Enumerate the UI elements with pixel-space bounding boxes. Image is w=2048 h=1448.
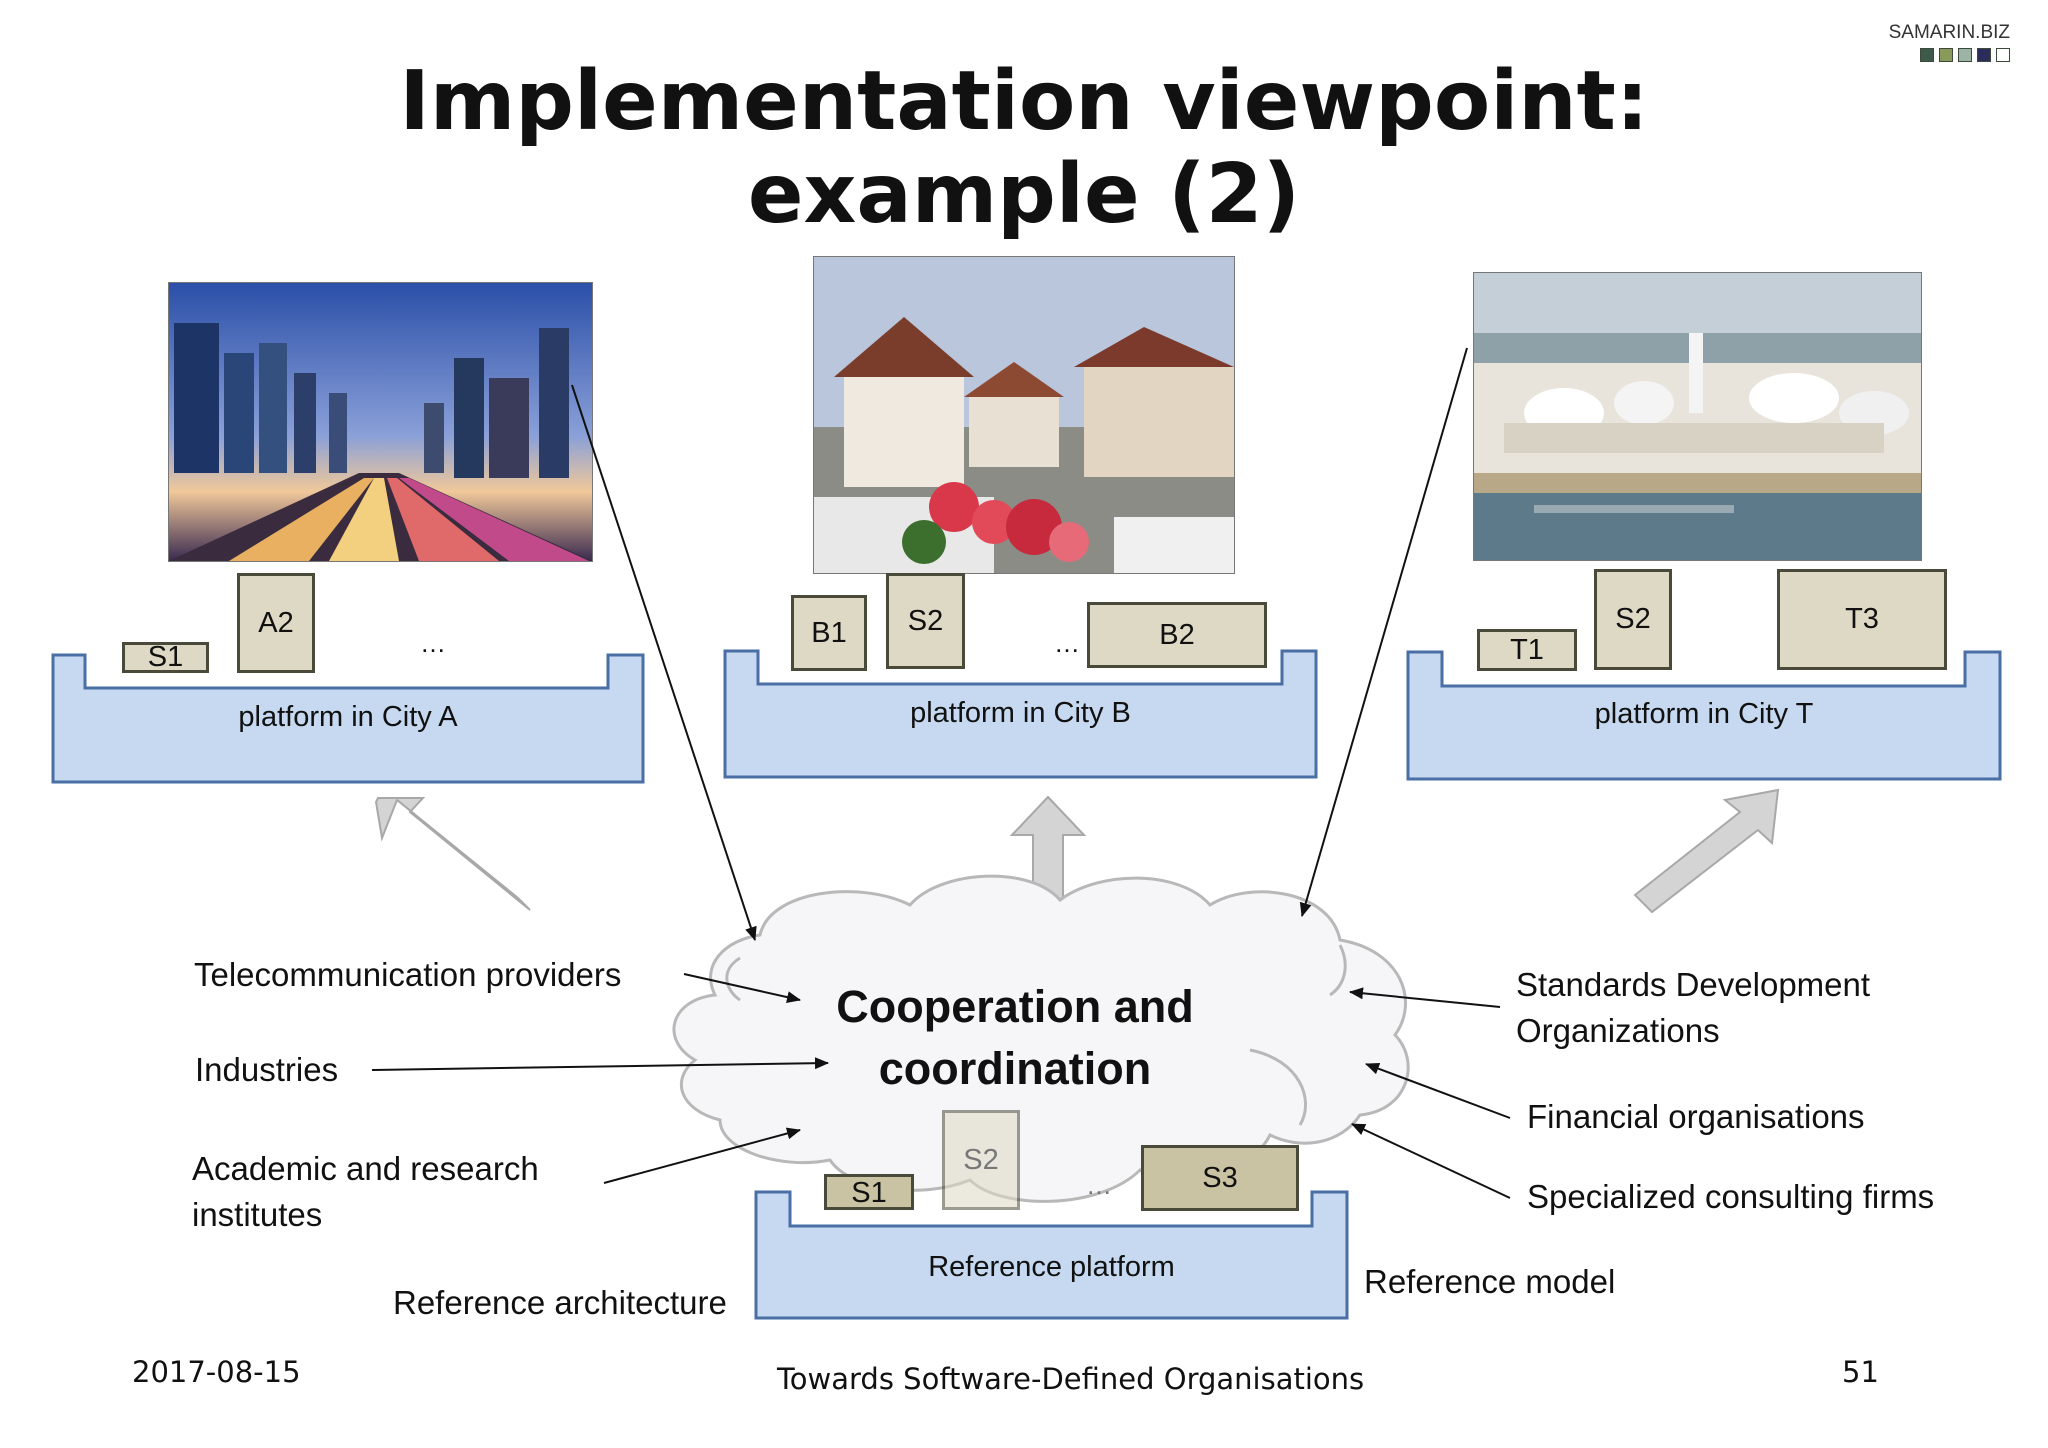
label-industries: Industries xyxy=(195,1051,339,1088)
footer-page-number: 51 xyxy=(1842,1355,1879,1389)
cooperation-cloud xyxy=(672,874,1410,1203)
arrow-consulting-to-cloud xyxy=(1351,1123,1511,1199)
city-a-ellipsis: … xyxy=(420,628,446,658)
arrow-telecom-to-cloud xyxy=(683,973,801,1004)
component-city-b-b1: B1 xyxy=(791,595,867,671)
cloud-title-line-2: coordination xyxy=(878,1043,1152,1094)
arrow-photo-a-to-cloud xyxy=(571,384,757,941)
slide-title: Implementation viewpoint: example (2) xyxy=(0,55,2048,241)
label-telecommunication-providers: Telecommunication providers xyxy=(194,956,622,993)
component-city-t-t3: T3 xyxy=(1777,569,1947,670)
label-academic-line-1: Academic and research xyxy=(192,1150,539,1187)
city-b-ellipsis: … xyxy=(1054,628,1080,658)
label-academic-institutes: Academic and research institutes xyxy=(192,1146,539,1238)
title-line-2: example (2) xyxy=(747,147,1301,242)
brand-square-2 xyxy=(1939,48,1953,62)
platform-tray-city-a xyxy=(51,653,645,784)
brand-square-5 xyxy=(1996,48,2010,62)
component-reference-s3: S3 xyxy=(1141,1145,1299,1211)
platform-tray-city-t xyxy=(1406,650,2002,781)
city-a-photo xyxy=(168,282,593,562)
cloud-title-line-1: Cooperation and xyxy=(836,981,1194,1032)
title-line-1: Implementation viewpoint: xyxy=(399,54,1649,149)
arrow-sdo-to-cloud xyxy=(1349,987,1501,1008)
label-sdo-line-1: Standards Development xyxy=(1516,966,1871,1003)
label-financial-organisations: Financial organisations xyxy=(1527,1098,1865,1135)
cloud-inner-curve-3 xyxy=(1329,944,1347,997)
brand-text: SAMARIN.BIZ xyxy=(1888,22,2010,43)
brand-squares xyxy=(1889,48,2010,62)
component-city-b-b2: B2 xyxy=(1087,602,1267,668)
component-reference-s1: S1 xyxy=(824,1174,914,1210)
label-reference-architecture: Reference architecture xyxy=(393,1284,727,1321)
footer-date: 2017-08-15 xyxy=(132,1355,301,1389)
component-city-b-s2: S2 xyxy=(886,573,965,669)
brand-square-3 xyxy=(1958,48,1972,62)
platform-label-reference: Reference platform xyxy=(928,1251,1175,1283)
platform-label-city-a: platform in City A xyxy=(238,701,458,733)
component-city-t-s2: S2 xyxy=(1594,569,1672,670)
block-arrow-to-city-t xyxy=(1633,788,1780,914)
label-academic-line-2: institutes xyxy=(192,1196,323,1233)
component-city-t-t1: T1 xyxy=(1477,629,1577,671)
city-b-photo xyxy=(813,256,1235,574)
arrow-industries-to-cloud xyxy=(371,1057,829,1071)
brand-square-1 xyxy=(1920,48,1934,62)
platform-tray-reference xyxy=(754,1190,1349,1320)
label-reference-model: Reference model xyxy=(1364,1263,1616,1300)
platform-label-city-t: platform in City T xyxy=(1594,698,1814,730)
cloud-title: Cooperation and coordination xyxy=(780,976,1250,1100)
arrow-financial-to-cloud xyxy=(1365,1062,1511,1119)
component-reference-s2: S2 xyxy=(942,1110,1020,1210)
label-specialized-consulting-firms: Specialized consulting firms xyxy=(1527,1178,1935,1215)
component-city-a-s1: S1 xyxy=(122,641,209,673)
footer-presentation-title: Towards Software-Defined Organisations xyxy=(777,1362,1365,1396)
label-standards-development-organizations: Standards Development Organizations xyxy=(1516,962,1870,1054)
cloud-inner-curve-2 xyxy=(1249,1048,1308,1126)
brand-square-4 xyxy=(1977,48,1991,62)
component-city-a-a2: A2 xyxy=(237,573,315,673)
block-arrow-to-city-a xyxy=(374,797,531,911)
arrow-photo-t-to-cloud xyxy=(1299,347,1468,917)
platform-tray-city-b xyxy=(723,649,1318,779)
cloud-inner-curve-1 xyxy=(725,956,741,1002)
city-t-photo xyxy=(1473,272,1922,561)
reference-ellipsis: … xyxy=(1086,1170,1112,1200)
brand-logo: SAMARIN.BIZ xyxy=(1889,22,2010,62)
arrow-academic-to-cloud xyxy=(603,1127,801,1184)
label-sdo-line-2: Organizations xyxy=(1516,1012,1720,1049)
platform-label-city-b: platform in City B xyxy=(910,697,1131,729)
